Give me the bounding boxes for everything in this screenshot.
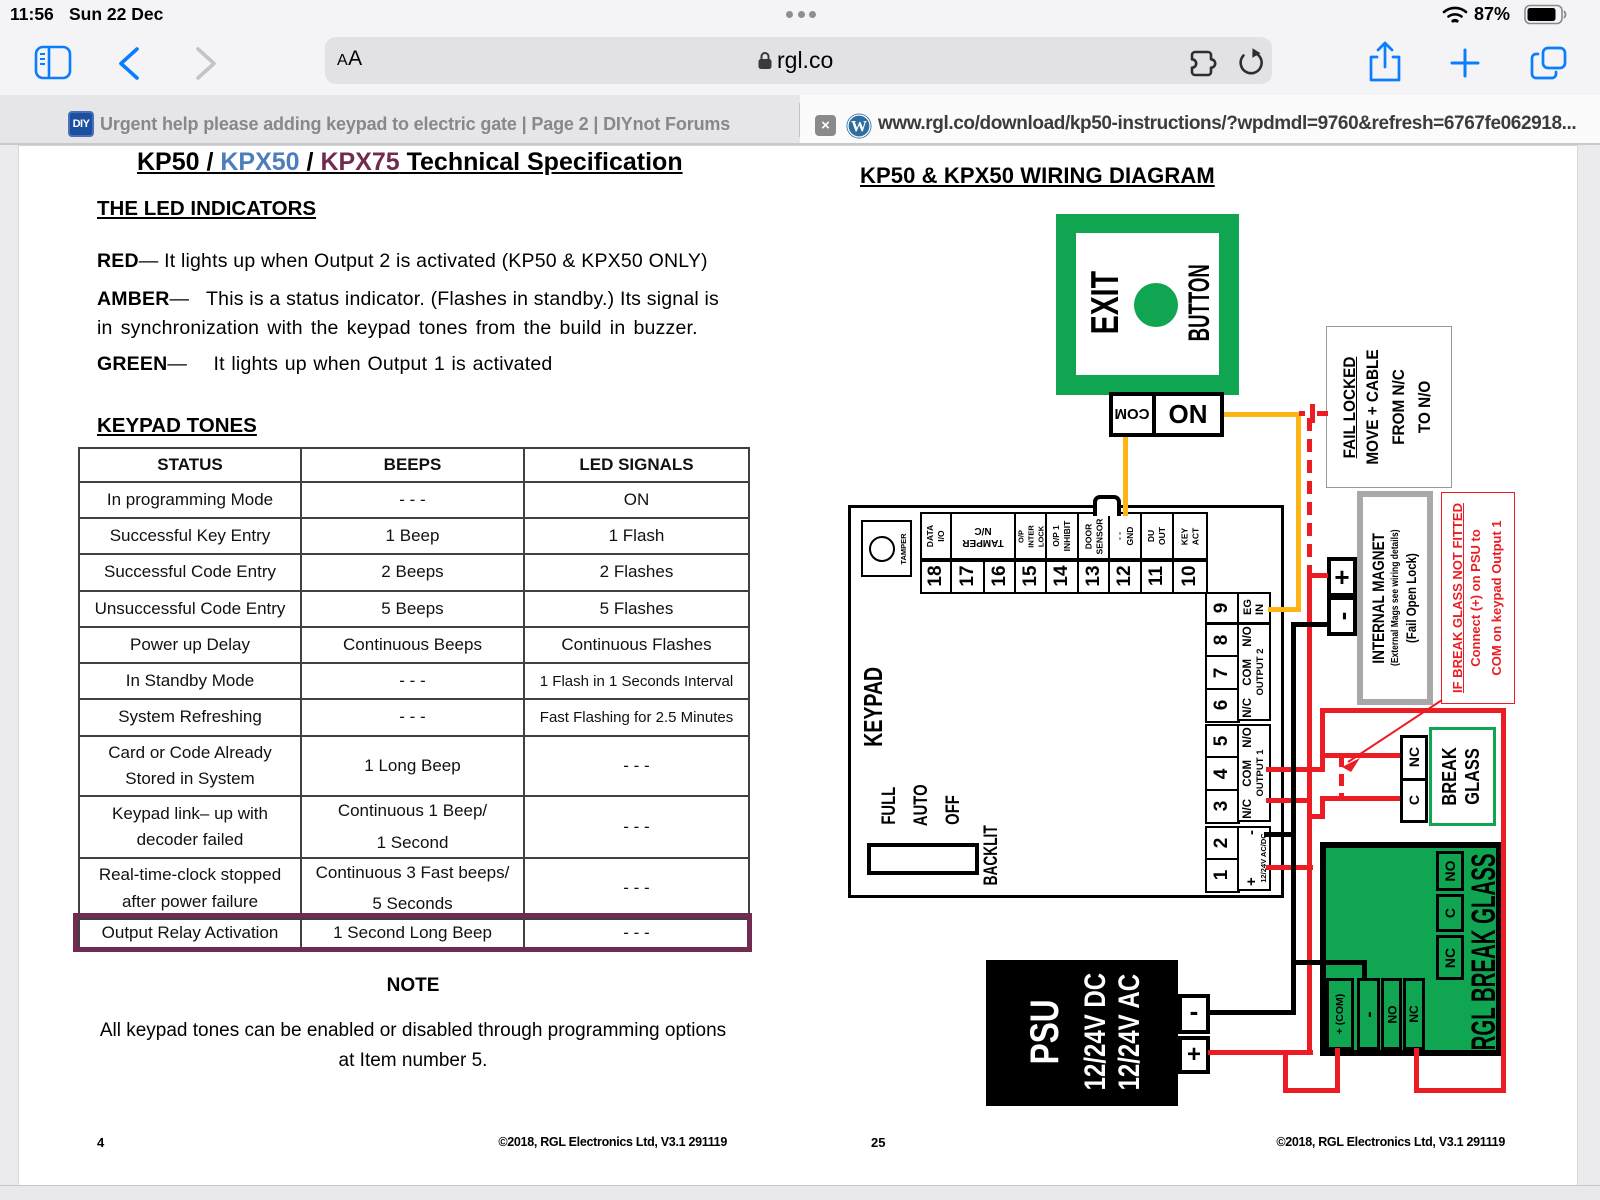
svg-text:W: W (851, 119, 867, 136)
